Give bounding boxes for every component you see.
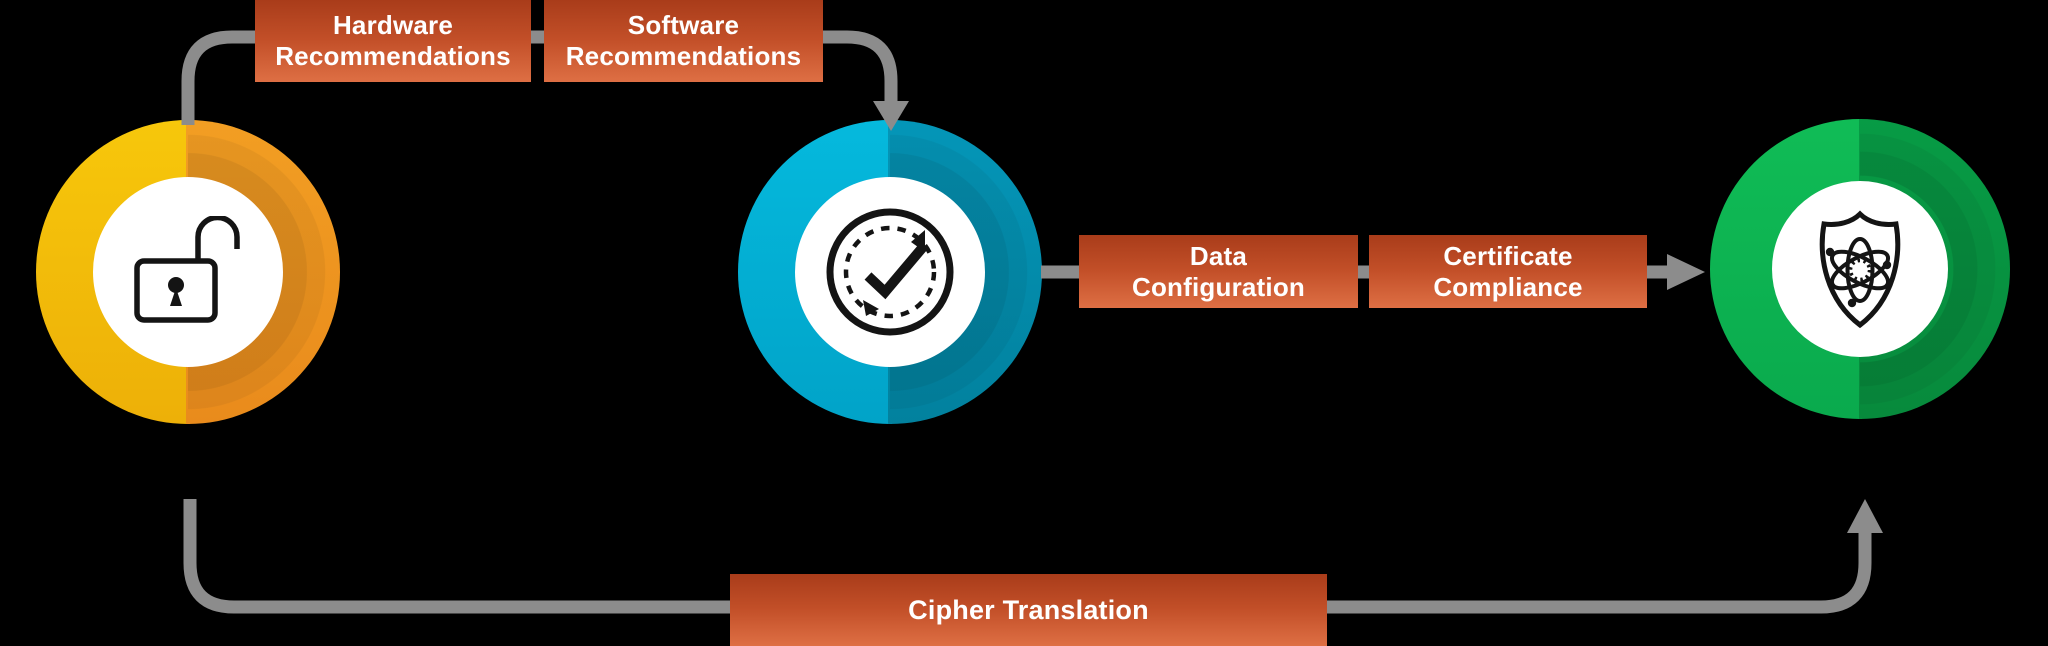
check-cycle-icon	[826, 208, 954, 336]
badge-software-recommendations: Software Recommendations	[544, 0, 823, 82]
node-start-unlock	[36, 120, 340, 424]
badge-line: Recommendations	[275, 41, 511, 71]
node-inner-circle	[795, 177, 985, 367]
node-validate-cycle	[738, 120, 1042, 424]
shield-atom-icon	[1819, 210, 1901, 329]
badge-line: Recommendations	[565, 41, 802, 71]
node-inner-circle	[93, 177, 283, 367]
badge-line: Configuration	[1131, 271, 1305, 302]
badge-line: Cipher Translation	[908, 594, 1149, 625]
badge-line: Compliance	[1433, 271, 1583, 302]
open-padlock-icon	[134, 216, 240, 323]
badge-line: Data	[1189, 240, 1248, 271]
arrowhead-up-into-shield	[1847, 499, 1883, 533]
node-secure-shield	[1710, 119, 2010, 419]
badge-hardware-recommendations: Hardware Recommendations	[255, 0, 531, 82]
badge-certificate-compliance: Certificate Compliance	[1369, 235, 1647, 308]
badge-line: Certificate	[1443, 240, 1573, 271]
arrowhead-into-shield	[1667, 254, 1705, 290]
node-inner-circle	[1772, 181, 1948, 357]
badge-line: Hardware	[332, 10, 454, 40]
badge-line: Software	[627, 10, 740, 40]
badge-cipher-translation: Cipher Translation	[730, 574, 1327, 646]
badge-data-configuration: Data Configuration	[1079, 235, 1358, 308]
